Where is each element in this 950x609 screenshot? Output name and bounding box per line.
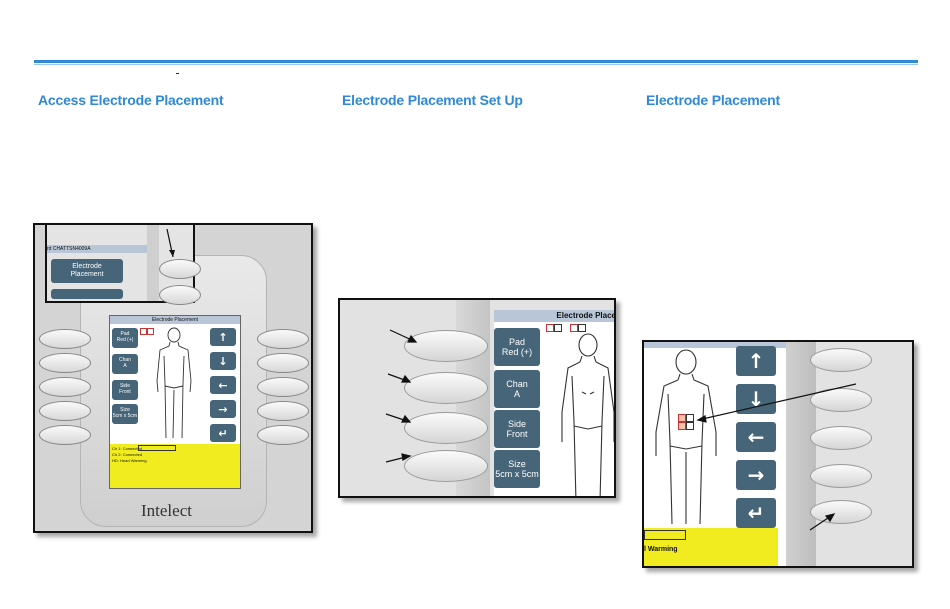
left-softkey-4[interactable]: [39, 401, 91, 421]
left-softkey-2[interactable]: [404, 372, 488, 404]
right-arrow-button[interactable]: →: [210, 400, 236, 418]
left-softkey-1[interactable]: [404, 330, 488, 362]
heading-electrode-placement-setup: Electrode Placement Set Up: [342, 92, 523, 108]
pad-button[interactable]: Pad Red (+): [112, 328, 138, 348]
electrode-pad-icon: [678, 422, 686, 430]
pad-button[interactable]: Pad Red (+): [494, 328, 540, 366]
electrode-pad-icon: [578, 324, 586, 332]
screen-title-bar: Electrode Placement: [110, 316, 240, 324]
left-softkey-3[interactable]: [39, 377, 91, 397]
header-rule: [34, 60, 918, 63]
right-softkey-3[interactable]: [810, 426, 872, 450]
side-button[interactable]: Side Front: [112, 380, 138, 400]
enter-button[interactable]: ↵: [210, 424, 236, 442]
device-screen: Electrode Placement Pad Red (+) Chan A S…: [109, 315, 241, 489]
right-softkey-1[interactable]: [810, 348, 872, 372]
enter-button[interactable]: ↵: [736, 498, 776, 528]
size-button[interactable]: Size 5cm x 5cm: [494, 450, 540, 488]
down-arrow-button[interactable]: ↓: [736, 384, 776, 414]
left-softkey-5[interactable]: [39, 425, 91, 445]
heading-access-electrode-placement: Access Electrode Placement: [38, 92, 224, 108]
electrode-pad-icon: [686, 422, 694, 430]
right-softkey-1[interactable]: [257, 329, 309, 349]
status-progress-box: [138, 445, 176, 451]
body-figure-front: [156, 327, 192, 439]
pointer-arrows: [696, 383, 857, 531]
status-text: l Warming: [644, 546, 678, 553]
inset-next-button[interactable]: [51, 289, 123, 299]
up-arrow-button[interactable]: ↑: [736, 346, 776, 376]
device-screen: ↑ ↓ ← → ↵ l Warming: [644, 342, 786, 566]
inset-softkey[interactable]: [159, 259, 201, 279]
up-arrow-button[interactable]: ↑: [210, 328, 236, 346]
screen-title-bar: Electrode Place: [494, 310, 614, 322]
heading-electrode-placement: Electrode Placement: [646, 92, 780, 108]
electrode-pad-icon: [686, 414, 694, 422]
right-softkey-5[interactable]: [257, 425, 309, 445]
electrode-pad-icon: [546, 324, 554, 332]
down-arrow-button[interactable]: ↓: [210, 352, 236, 370]
status-bar: Ch 1: Connected Ch 2: Connected HD: Head…: [110, 444, 240, 488]
device-screen: Electrode Place Pad Red (+) Chan A Side …: [494, 310, 614, 496]
right-softkey-5[interactable]: [810, 500, 872, 524]
pointer-arrow: [166, 228, 175, 258]
right-softkey-3[interactable]: [257, 377, 309, 397]
left-arrow-button[interactable]: ←: [210, 376, 236, 394]
pointer-arrows: [385, 329, 418, 463]
device-photo-panel-1: Electrode Placement Pad Red (+) Chan A S…: [33, 223, 313, 533]
device-photo-panel-2: Electrode Place Pad Red (+) Chan A Side …: [338, 298, 616, 498]
electrode-pad-icon: [147, 328, 154, 335]
left-softkey-2[interactable]: [39, 353, 91, 373]
electrode-pad-icon: [570, 324, 578, 332]
header-rule-shadow: [34, 64, 918, 65]
side-button[interactable]: Side Front: [494, 410, 540, 448]
inset-bezel: [147, 225, 159, 301]
body-figure-back: [655, 349, 717, 525]
left-softkey-1[interactable]: [39, 329, 91, 349]
channel-button[interactable]: Chan A: [494, 370, 540, 408]
brand-logo: Intelect: [141, 501, 192, 520]
left-softkey-3[interactable]: [404, 412, 488, 444]
right-softkey-2[interactable]: [257, 353, 309, 373]
right-arrow-button[interactable]: →: [736, 460, 776, 490]
right-softkey-4[interactable]: [257, 401, 309, 421]
status-bar: l Warming: [644, 528, 778, 566]
screen-title-bar: [644, 342, 786, 348]
electrode-pad-icon: [554, 324, 562, 332]
zoom-inset: rd CHATTSN4009A Electrode Placement: [45, 225, 201, 305]
right-softkey-4[interactable]: [810, 464, 872, 488]
inset-softkey-2[interactable]: [159, 285, 201, 305]
body-figure-front: [561, 333, 614, 496]
electrode-placement-button[interactable]: Electrode Placement: [51, 259, 123, 283]
inset-header: rd CHATTSN4009A: [47, 245, 147, 253]
header-tick-mark: [176, 73, 179, 74]
electrode-pad-icon: [678, 414, 686, 422]
status-progress-box: [644, 530, 686, 540]
size-button[interactable]: Size 5cm x 5cm: [112, 404, 138, 424]
electrode-pad-icon: [140, 328, 147, 335]
left-arrow-button[interactable]: ←: [736, 422, 776, 452]
device-photo-panel-3: ↑ ↓ ← → ↵ l Warming: [642, 340, 914, 568]
channel-button[interactable]: Chan A: [112, 354, 138, 374]
left-softkey-4[interactable]: [404, 450, 488, 482]
